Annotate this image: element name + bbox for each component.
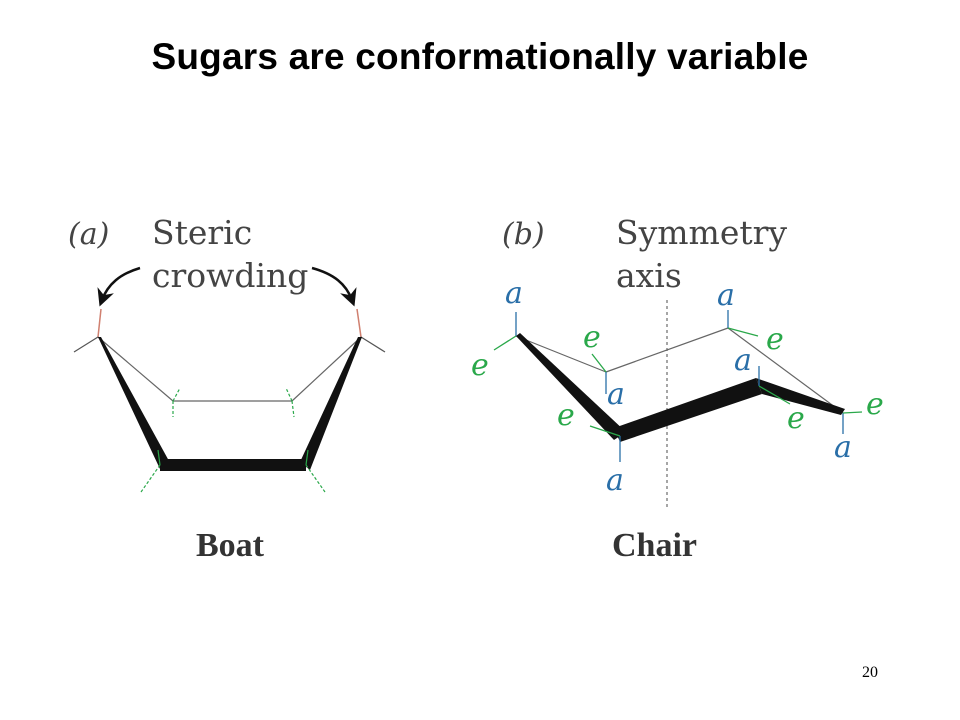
chair-axial-label-1: a: [505, 276, 523, 311]
boat-hydrogen-back-left-up: [172, 387, 181, 402]
boat-hydrogen-back-right-up: [285, 387, 293, 402]
boat-ring-front-right: [300, 337, 362, 470]
chair-caption: Chair: [612, 527, 697, 564]
chair-ring-back-2: [605, 327, 729, 373]
boat-ring-front-bottom: [160, 459, 306, 471]
boat-caption: Boat: [196, 527, 265, 564]
boat-panel: (a) Steric crowding Boat: [68, 213, 386, 564]
chair-equatorial-bond-1: [493, 335, 517, 351]
chair-ring-front-3: [756, 378, 845, 415]
boat-bond-left-outer: [73, 336, 99, 353]
symmetry-axis-label-line1: Symmetry: [616, 213, 787, 252]
boat-hydrogen-bottom-right-b: [305, 449, 309, 466]
chair-axial-label-4: a: [606, 463, 624, 498]
chair-equatorial-bond-3: [727, 327, 759, 337]
boat-flagpole-bond-right: [356, 308, 362, 338]
chair-axial-label-6: a: [834, 430, 852, 465]
chair-equatorial-bond-5: [758, 385, 791, 405]
chair-equatorial-label-1: e: [471, 348, 489, 383]
chair-equatorial-bond-2: [591, 353, 607, 373]
boat-ring-back-right: [291, 336, 362, 402]
chair-axial-label-2: a: [607, 377, 625, 412]
chair-equatorial-label-5: e: [787, 401, 805, 436]
steric-crowding-arrow-left: [97, 266, 141, 307]
chair-equatorial-bond-6: [842, 411, 863, 414]
steric-crowding-arrow-right: [311, 266, 357, 307]
slide-title: Sugars are conformationally variable: [151, 36, 809, 77]
boat-hydrogen-back-right-down: [291, 400, 295, 418]
boat-ring-front-left: [98, 337, 169, 469]
chair-panel-tag: (b): [502, 217, 545, 252]
chair-ring-back-1: [515, 335, 607, 373]
chair-axial-label-5: a: [734, 343, 752, 378]
boat-bond-right-outer: [360, 336, 386, 353]
chair-equatorial-label-4: e: [557, 398, 575, 433]
chair-panel: (b) Symmetry axis a a a a a a: [471, 213, 884, 564]
boat-hydrogen-bottom-left-a: [140, 464, 161, 493]
chair-equatorial-label-3: e: [766, 322, 784, 357]
boat-flagpole-bond-left: [97, 308, 102, 338]
boat-hydrogen-bottom-left-b: [157, 449, 161, 466]
chair-equatorial-label-6: e: [866, 387, 884, 422]
chair-equatorial-label-2: e: [583, 320, 601, 355]
page-number: 20: [862, 664, 878, 681]
chair-ring-front-1: [516, 333, 626, 440]
chair-equatorial-bond-4: [589, 425, 621, 437]
boat-hydrogen-bottom-right-a: [305, 464, 326, 493]
chair-ring-back-3: [727, 327, 844, 414]
chair-ring-front-2: [614, 378, 762, 442]
boat-ring-back-left: [97, 336, 174, 402]
boat-panel-tag: (a): [68, 217, 109, 252]
steric-crowding-label-line2: crowding: [152, 256, 308, 295]
chair-axial-label-3: a: [717, 278, 735, 313]
symmetry-axis-label-line2: axis: [616, 256, 682, 295]
steric-crowding-label-line1: Steric: [152, 213, 252, 252]
